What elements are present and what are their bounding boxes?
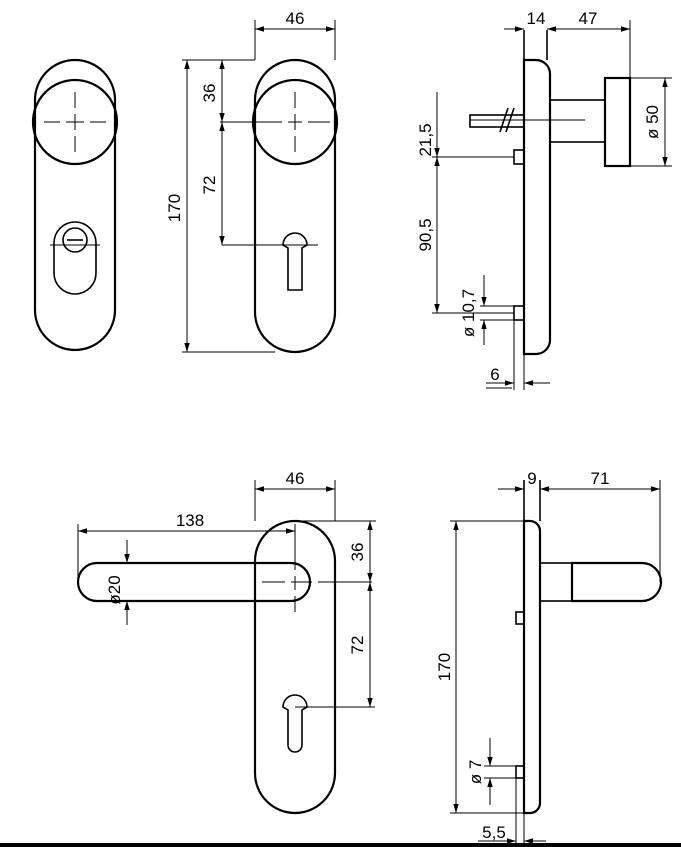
dim-lever-diameter: ø20: [105, 575, 124, 604]
lever-front-view: 46 138 ø20 36 72: [76, 469, 376, 815]
dim-screw-spacing: 90,5: [416, 218, 435, 251]
dim-plate-thickness: 9: [527, 469, 536, 488]
dim-screw-stand: 6: [490, 365, 499, 384]
dim-knob-diameter: ø 50: [643, 105, 662, 139]
rosette-side-outline: [522, 58, 552, 356]
lever-center-mark: [262, 552, 372, 612]
screw-boss-upper: [513, 149, 525, 165]
knob-side-view: 14 47 ø 50 21,5 90,5 ø 10,7 6: [416, 9, 672, 390]
profile-cylinder-hole: [282, 694, 308, 753]
profile-cylinder-hole: [282, 232, 308, 291]
rosette-side-outline: [522, 519, 542, 815]
screw-boss-lower: [513, 305, 525, 321]
dim-knob-projection: 47: [579, 9, 598, 28]
dim-knob-offset: 36: [200, 84, 219, 103]
bottom-border: [0, 843, 681, 847]
knob-neck: [549, 99, 606, 143]
dim-lever-length: 138: [176, 511, 204, 530]
screw-boss-lower: [515, 765, 525, 779]
dim-spindle-offset: 21,5: [416, 123, 435, 156]
knob-outline: [31, 78, 119, 166]
dim-lever-to-cylinder: 72: [348, 636, 367, 655]
turn-button: [62, 227, 88, 253]
rosette-outline: [33, 58, 117, 352]
lever-neck: [539, 562, 573, 602]
knob-center-mark: [248, 92, 330, 152]
dim-rosette-width: 46: [286, 9, 305, 28]
knob-side: [603, 76, 632, 168]
dim-overall-height: 170: [435, 653, 454, 681]
dim-screw-diameter: ø 10,7: [459, 289, 478, 337]
rosette-outline: [253, 58, 337, 354]
lever-side-view: 9 71 170 ø 7 5,5: [435, 469, 663, 845]
dim-screw-diameter: ø 7: [466, 760, 485, 785]
cylinder-cover-outline: [53, 221, 97, 295]
dim-rosette-width: 46: [286, 469, 305, 488]
dim-lever-projection: 71: [591, 469, 610, 488]
dim-screw-stand: 5,5: [482, 823, 506, 842]
spindle: [469, 114, 525, 128]
dim-knob-to-cylinder: 72: [200, 176, 219, 195]
dim-plate-thickness: 14: [527, 9, 546, 28]
knob-rosette-front-view: 46 170 36 72: [165, 9, 339, 354]
dim-lever-offset: 36: [348, 543, 367, 562]
dim-overall-height: 170: [165, 194, 184, 222]
lever-side: [570, 561, 663, 603]
screw-boss-upper: [515, 611, 525, 625]
knob-center-mark: [44, 92, 106, 152]
knob-rosette-front-view-small: [31, 58, 119, 352]
